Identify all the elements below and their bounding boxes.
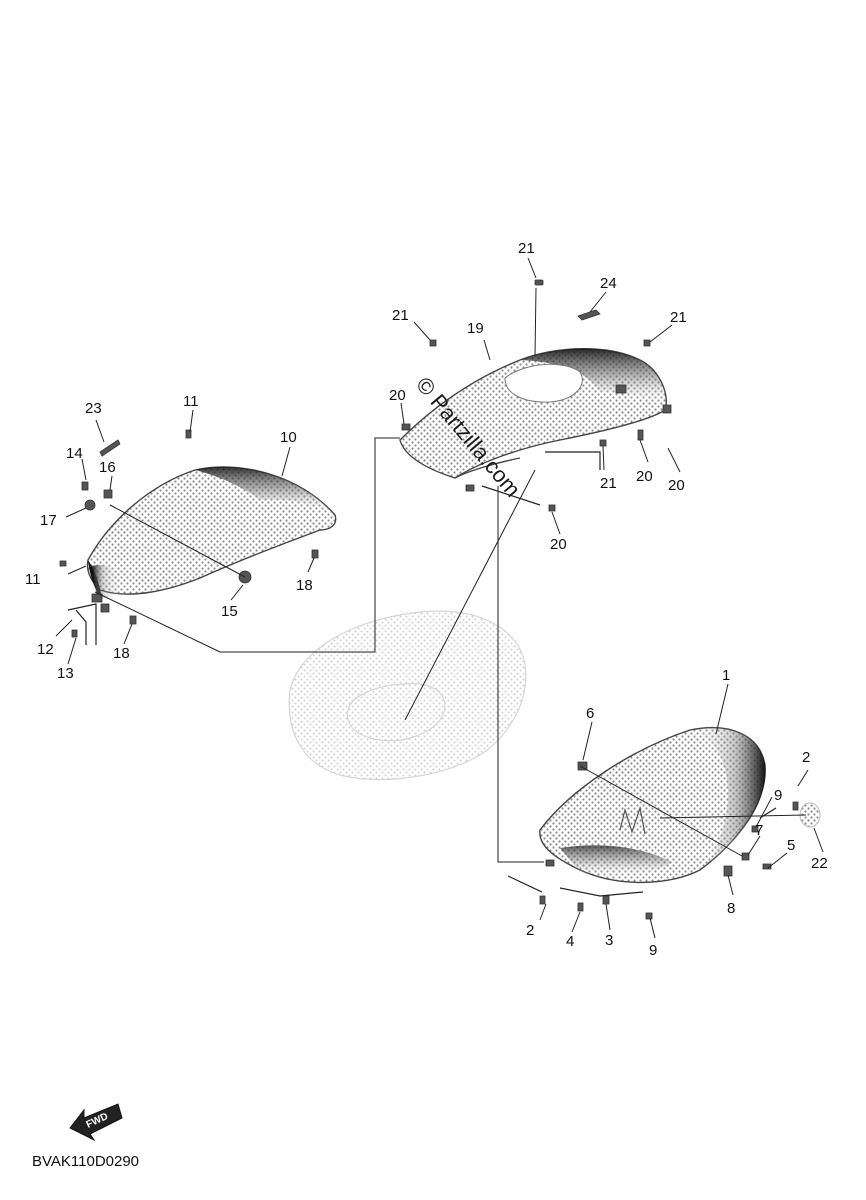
- callout-20: 20: [636, 468, 653, 485]
- assembly-lines: [94, 437, 807, 863]
- callout-16: 16: [99, 459, 116, 476]
- callout-2: 2: [802, 749, 810, 766]
- callout-20: 20: [389, 387, 406, 404]
- callout-18: 18: [113, 645, 130, 662]
- part-10-left-cover: [86, 466, 337, 600]
- ghost-seat-frame: [288, 610, 527, 781]
- callout-14: 14: [66, 445, 83, 462]
- callout-17: 17: [40, 512, 57, 529]
- callout-20: 20: [550, 536, 567, 553]
- callout-15: 15: [221, 603, 238, 620]
- callout-3: 3: [605, 932, 613, 949]
- callout-18: 18: [296, 577, 313, 594]
- callout-24: 24: [600, 275, 617, 292]
- callout-1: 1: [722, 667, 730, 684]
- callout-5: 5: [787, 837, 795, 854]
- callout-13: 13: [57, 665, 74, 682]
- callout-21: 21: [392, 307, 409, 324]
- part-1-seat: [539, 726, 766, 884]
- callout-11: 11: [25, 571, 41, 588]
- part-19-upper-cover: [399, 348, 667, 479]
- hardware-bits: [59, 279, 799, 920]
- callout-21: 21: [670, 309, 687, 326]
- callout-7: 7: [755, 822, 763, 839]
- callout-9: 9: [649, 942, 657, 959]
- callout-12: 12: [37, 641, 54, 658]
- callout-21: 21: [600, 475, 617, 492]
- callout-10: 10: [280, 429, 297, 446]
- callout-22: 22: [811, 855, 828, 872]
- diagram-code: BVAK110D0290: [32, 1153, 139, 1170]
- callout-6: 6: [586, 705, 594, 722]
- callout-11: 11: [183, 393, 199, 410]
- callout-8: 8: [727, 900, 735, 917]
- callout-4: 4: [566, 933, 574, 950]
- callout-21: 21: [518, 240, 535, 257]
- callout-9: 9: [774, 787, 782, 804]
- callout-labels: 1 2 2 3 4 5 6 7 8 9 9 10 11 11 12 13 14 …: [25, 240, 828, 959]
- callout-2: 2: [526, 922, 534, 939]
- leader-lines: [55, 257, 824, 939]
- callout-20: 20: [668, 477, 685, 494]
- bracket-lines: [67, 451, 777, 897]
- callout-19: 19: [467, 320, 484, 337]
- fwd-arrow-icon: FWD: [69, 1103, 123, 1142]
- callout-23: 23: [85, 400, 102, 417]
